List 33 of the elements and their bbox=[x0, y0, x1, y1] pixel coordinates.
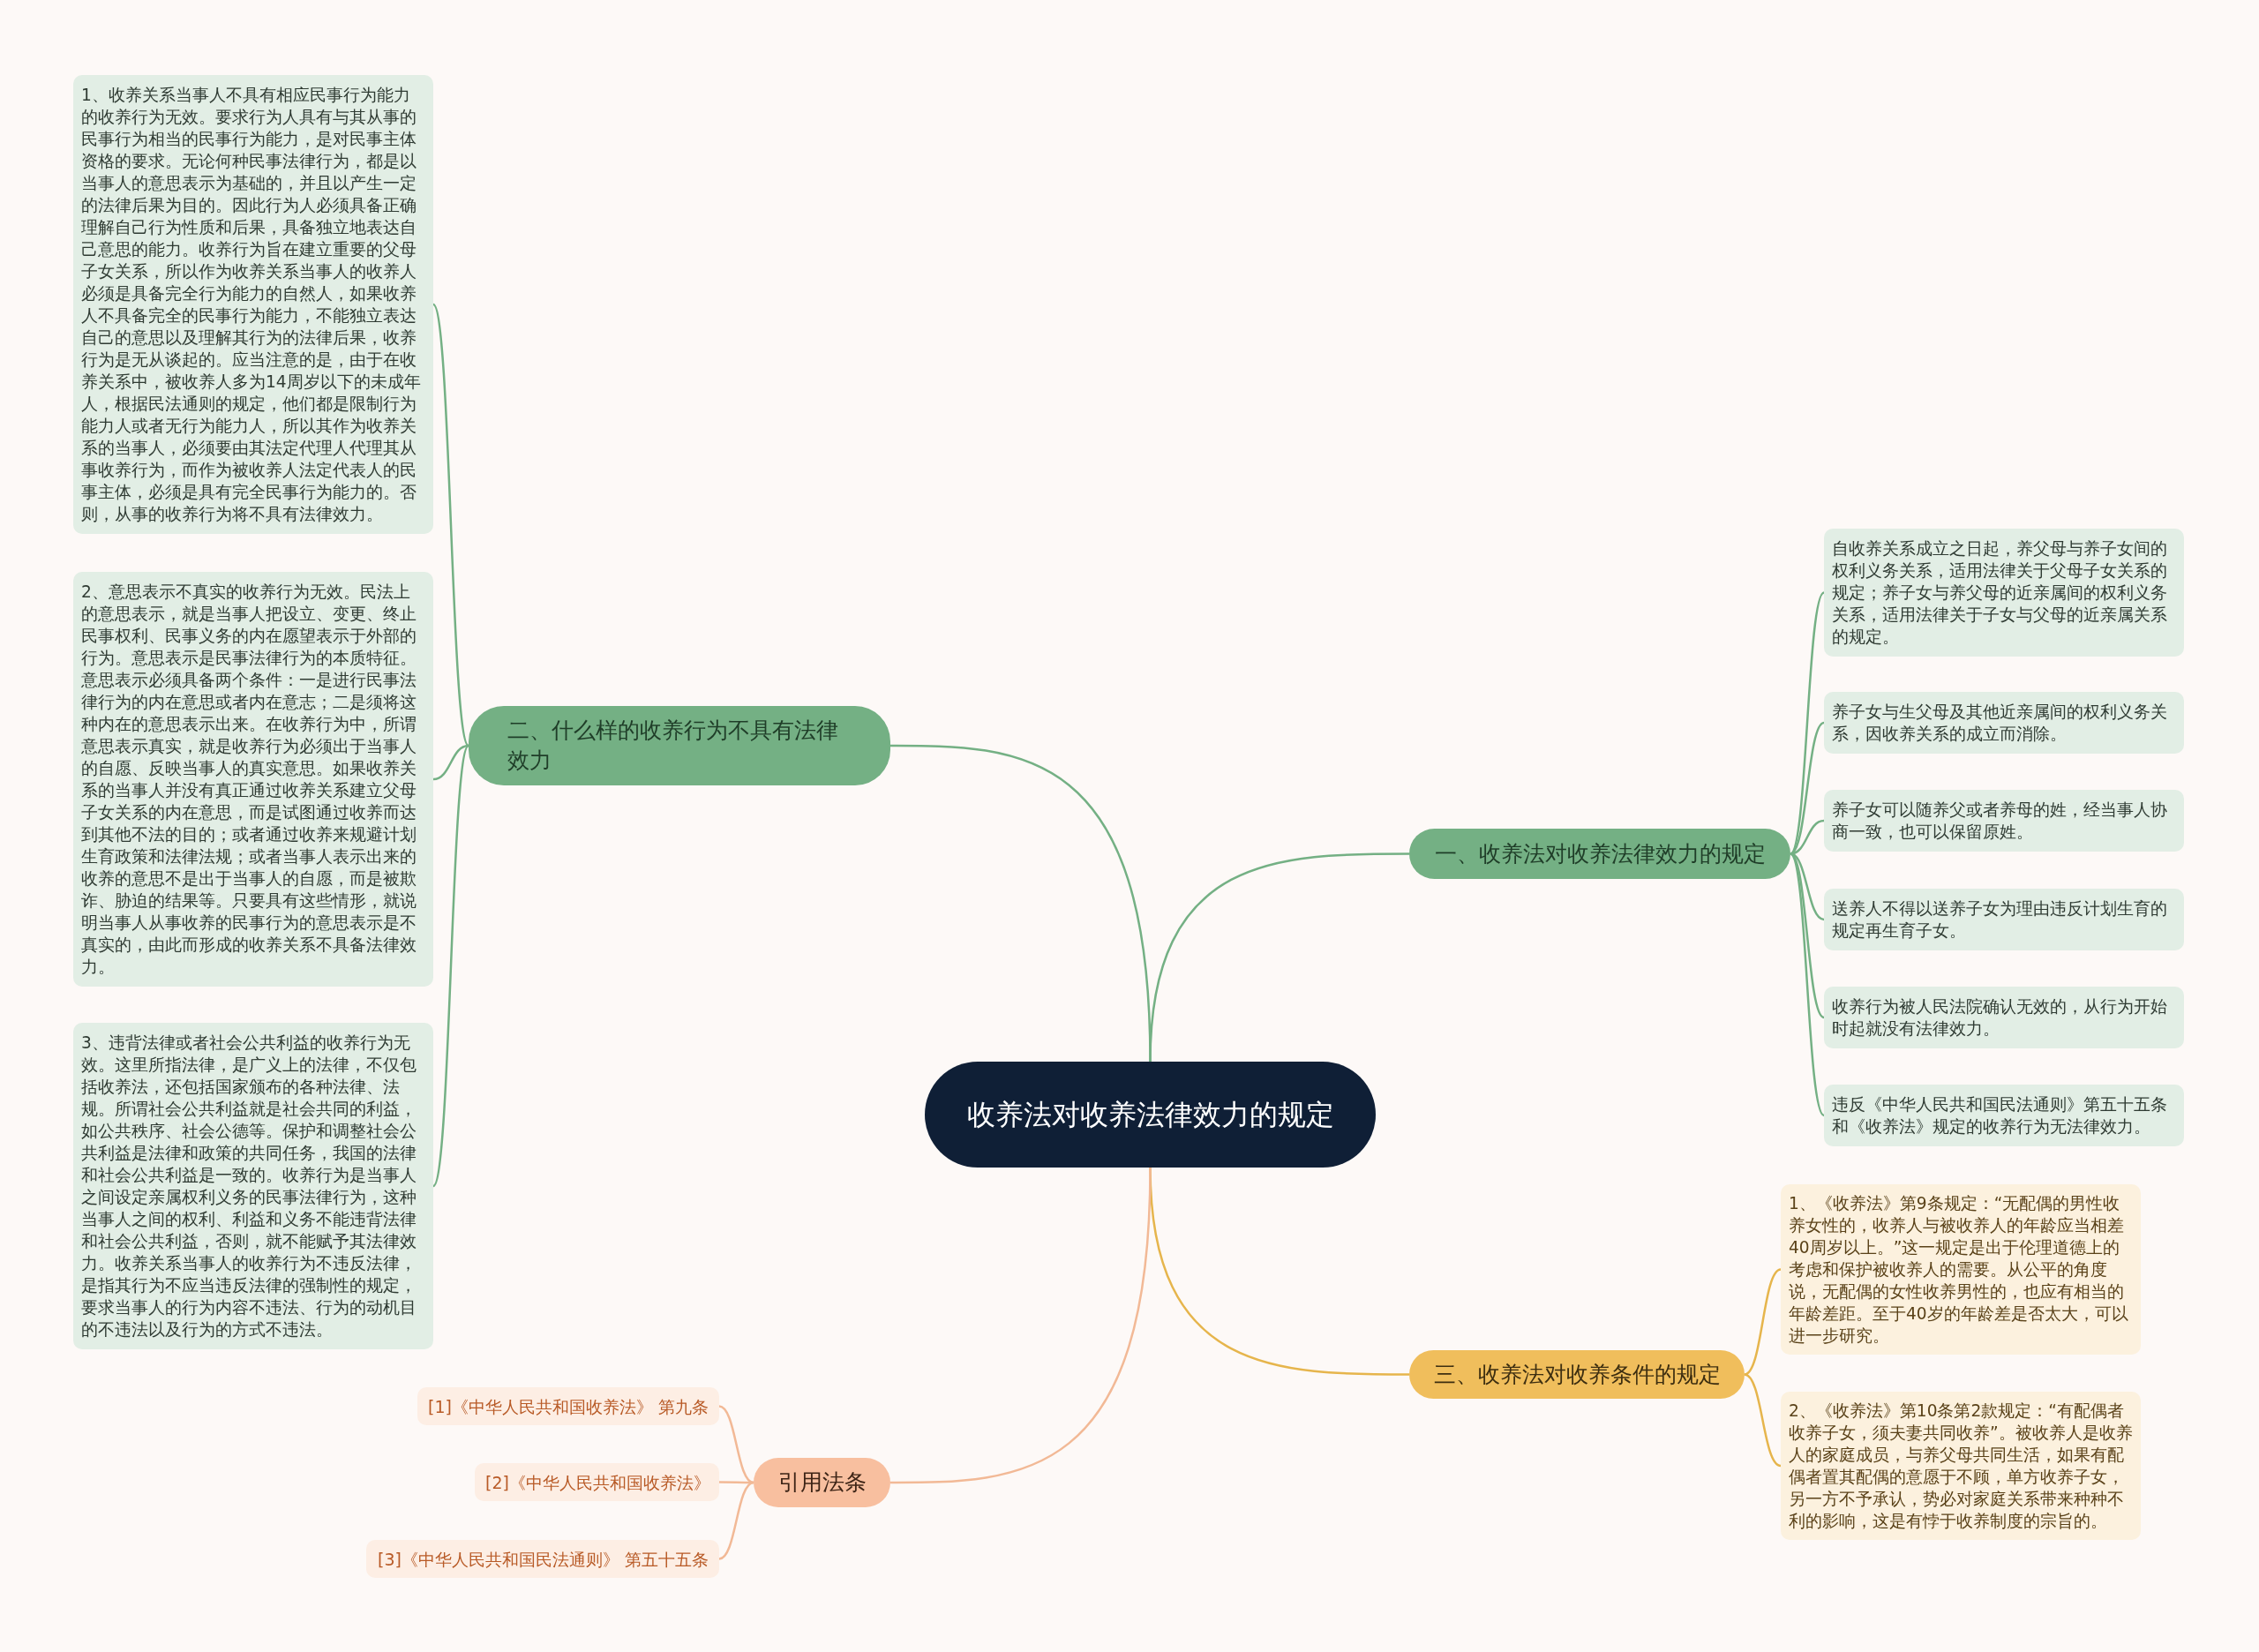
connector-line bbox=[432, 304, 470, 747]
connector-line bbox=[1790, 852, 1825, 1116]
connector-line bbox=[432, 745, 470, 1187]
topic-box: 三、收养法对收养条件的规定 bbox=[1409, 1350, 1745, 1399]
note-box: 自收养关系成立之日起，养父母与养子女间的权利义务关系，适用法律关于父母子女关系的规定；养子女与养父母的近亲属间的权利义务关系，适用法律关于子女与父母的近亲属关系的规定。 bbox=[1824, 529, 2184, 657]
note-box: 1、《收养法》第9条规定：“无配偶的男性收养女性的，收养人与被收养人的年龄应当相差40周岁以上。”这一规定是出于伦理道德上的考虑和保护被收养人的需要。从公平的角度说，无配偶的女性收养男性的，也应有相当的年龄差距。至于40岁的年龄差是否太大，可以进一步研究。 bbox=[1781, 1184, 2141, 1355]
note-box: 违反《中华人民共和国民法通则》第五十五条和《收养法》规定的收养行为无法律效力。 bbox=[1824, 1085, 2184, 1146]
note-box: 3、违背法律或者社会公共利益的收养行为无效。这里所指法律，是广义上的法律，不仅包括收养法，还包括国家颁布的各种法律、法规。所谓社会公共利益就是社会共同的利益，如公共秩序、社会公德等。保护和调整社会公共利益是法律和政策的共同任务，我国的法律和社会公共利益是一致的。收养行为是当事人之间设定亲属权利义务的民事法律行为，这种当事人之间的权利、利益和义务不能违背法律和社会公共利益，否则，就不能赋予其法律效力。收养关系当事人的收养行为不违反法律，是指其行为不应当违反法律的强制性的规定，要求当事人的行为内容不违法、行为的动机目的不违法以及行为的方式不违法。 bbox=[73, 1023, 433, 1349]
topic-box: 二、什么样的收养行为不具有法律效力 bbox=[469, 706, 890, 785]
connector-line bbox=[1790, 721, 1825, 855]
connector-line bbox=[432, 744, 469, 781]
note-box: 收养行为被人民法院确认无效的，从行为开始时起就没有法律效力。 bbox=[1824, 987, 2184, 1048]
note-box: 养子女可以随养父或者养母的姓，经当事人协商一致，也可以保留原姓。 bbox=[1824, 790, 2184, 852]
note-box: 2、《收养法》第10条第2款规定：“有配偶者收养子女，须夫妻共同收养”。被收养人是收养人的家庭成员，与养父母共同生活，如果有配偶者置其配偶的意愿于不顾，单方收养子女，另一方不予承认，势必对家庭关系带来种种不利的影响，这是有悖于收养制度的宗旨的。 bbox=[1781, 1392, 2141, 1540]
connector-line bbox=[1744, 1268, 1782, 1376]
note-box: 1、收养关系当事人不具有相应民事行为能力的收养行为无效。要求行为人具有与其从事的民事行为相当的民事行为能力，是对民事主体资格的要求。无论何种民事法律行为，都是以当事人的意思表示为基础的，并且以产生一定的法律后果为目的。因此行为人必须具备正确理解自己行为性质和后果，具备独立地表达自己意思的能力。收养行为旨在建立重要的父母子女关系，所以作为收养关系当事人的收养人必须是具备完全行为能力的自然人，如果收养人不具备完全的民事行为能力，不能独立表达自己的意思以及理解其行为的法律后果，收养行为是无从谈起的。应当注意的是，由于在收养关系中，被收养人多为14周岁以下的未成年人，根据民法通则的规定，他们都是限制行为能力人或者无行为能力人，所以其作为收养关系的当事人，必须要由其法定代理人代理其从事收养行为，而作为被收养人法定代表人的民事主体，必须是具有完全民事行为能力的。否则，从事的收养行为将不具有法律效力。 bbox=[73, 75, 433, 534]
reference-box: [2]《中华人民共和国收养法》 bbox=[475, 1463, 719, 1501]
topic-box: 一、收养法对收养法律效力的规定 bbox=[1409, 829, 1790, 879]
note-box: 2、意思表示不真实的收养行为无效。民法上的意思表示，就是当事人把设立、变更、终止民事权利、民事义务的内在愿望表示于外部的行为。意思表示是民事法律行为的本质特征。意思表示必须具备两个条件：一是进行民事法律行为的内在意思或者内在意志；二是须将这种内在的意思表示出来。在收养行为中，所谓意思表示真实，就是收养行为必须出于当事人的自愿、反映当事人的真实意思。如果收养关系的当事人并没有真正通过收养关系建立父母子女关系的内在意思，而是试图通过收养而达到其他不法的目的；或者通过收养来规避计划生育政策和法律法规；或者当事人表示出来的收养的意思不是出于当事人的自愿，而是被欺诈、胁迫的结果等。只要具有这些情形，就说明当事人从事收养的民事行为的意思表示是不真实的，由此而形成的收养关系不具备法律效力。 bbox=[73, 572, 433, 987]
note-box: 送养人不得以送养子女为理由违反计划生育的规定再生育子女。 bbox=[1824, 889, 2184, 950]
root-topic-box: 收养法对收养法律效力的规定 bbox=[925, 1062, 1376, 1168]
reference-box: [1]《中华人民共和国收养法》 第九条 bbox=[417, 1387, 719, 1425]
connector-line bbox=[1790, 591, 1825, 855]
connector-line bbox=[1790, 852, 1825, 1018]
topic-box: 引用法条 bbox=[754, 1458, 890, 1507]
note-box: 养子女与生父母及其他近亲属间的权利义务关系，因收养关系的成立而消除。 bbox=[1824, 692, 2184, 754]
connector-line bbox=[1149, 852, 1409, 1063]
connector-line bbox=[1744, 1373, 1782, 1468]
connector-line bbox=[718, 1405, 754, 1484]
connector-line bbox=[718, 1481, 754, 1560]
reference-box: [3]《中华人民共和国民法通则》 第五十五条 bbox=[366, 1540, 719, 1578]
connector-line bbox=[719, 1481, 754, 1484]
connector-line bbox=[890, 1167, 1152, 1484]
